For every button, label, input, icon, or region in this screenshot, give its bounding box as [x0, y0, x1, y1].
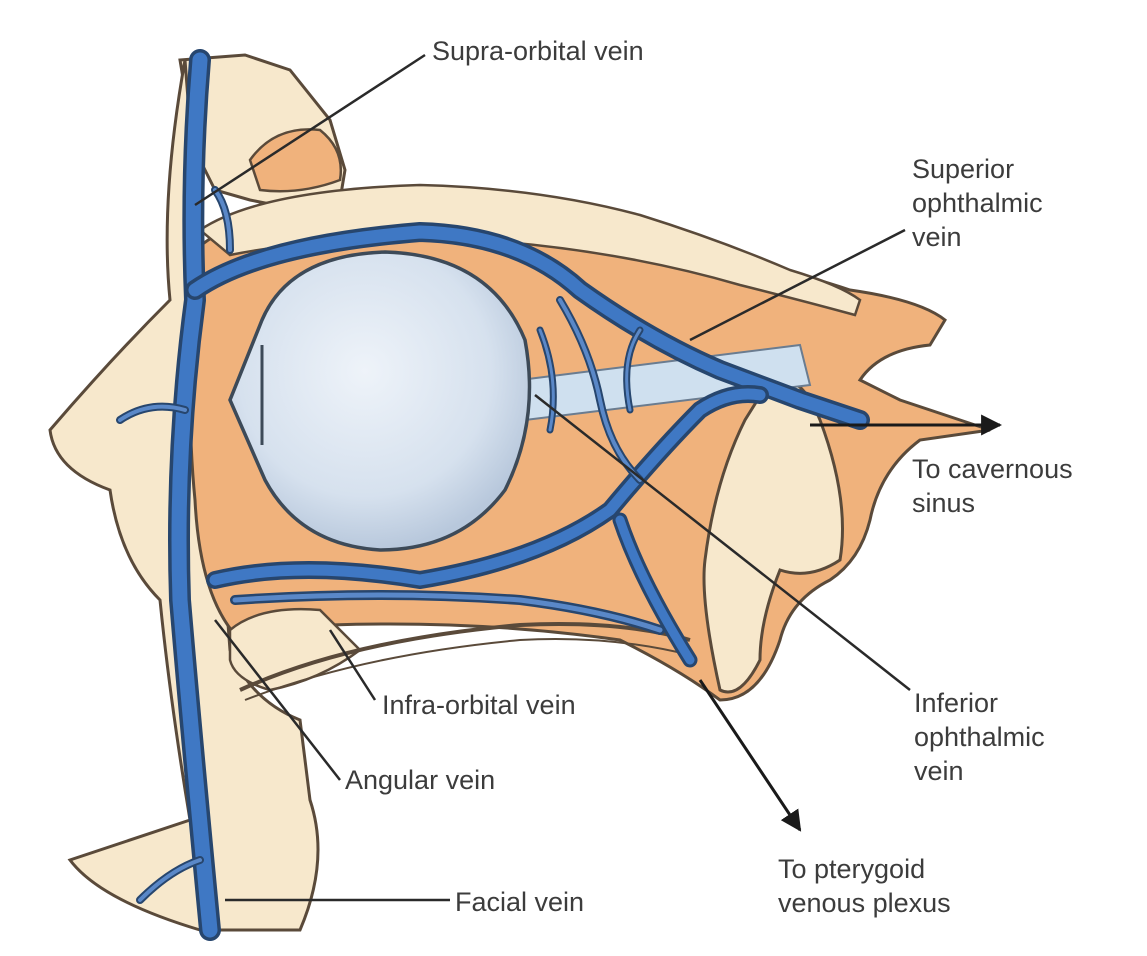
label-to-pterygoid-line-1: To pterygoid — [778, 852, 951, 886]
label-to-cavernous-line-1: To cavernous — [912, 452, 1073, 486]
label-inferior-ophthalmic-line-2: ophthalmic — [914, 720, 1045, 754]
label-superior-ophthalmic-line-1: Superior — [912, 152, 1043, 186]
label-angular-vein: Angular vein — [345, 763, 495, 797]
label-facial-vein: Facial vein — [455, 885, 584, 919]
label-to-cavernous-line-2: sinus — [912, 486, 1073, 520]
label-inferior-ophthalmic-line-1: Inferior — [914, 686, 1045, 720]
label-inferior-ophthalmic-line-3: vein — [914, 754, 1045, 788]
label-superior-ophthalmic-line-3: vein — [912, 220, 1043, 254]
arrow-to-pterygoid-plexus — [700, 680, 800, 830]
label-to-cavernous-sinus: To cavernous sinus — [912, 452, 1073, 520]
label-supra-orbital-vein: Supra-orbital vein — [432, 34, 644, 68]
label-superior-ophthalmic-vein: Superior ophthalmic vein — [912, 152, 1043, 254]
label-superior-ophthalmic-line-2: ophthalmic — [912, 186, 1043, 220]
label-infra-orbital-vein: Infra-orbital vein — [382, 688, 576, 722]
label-to-pterygoid-venous-plexus: To pterygoid venous plexus — [778, 852, 951, 920]
label-to-pterygoid-line-2: venous plexus — [778, 886, 951, 920]
label-inferior-ophthalmic-vein: Inferior ophthalmic vein — [914, 686, 1045, 788]
